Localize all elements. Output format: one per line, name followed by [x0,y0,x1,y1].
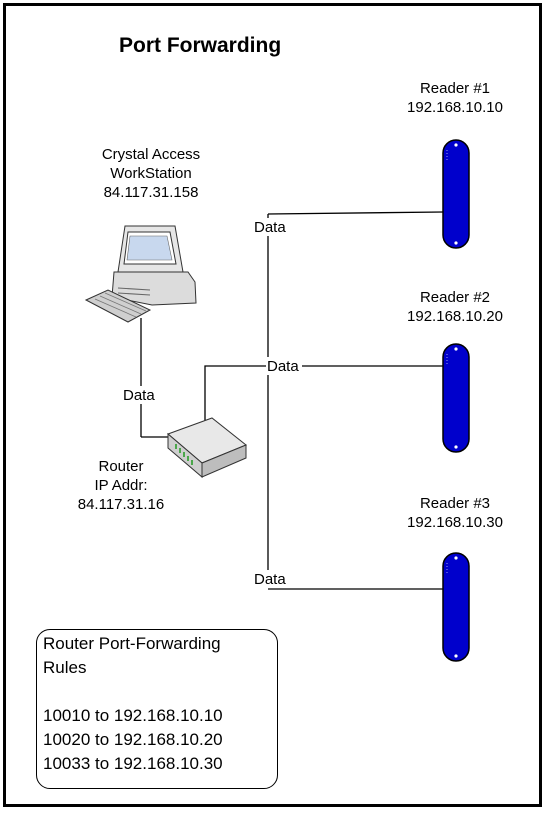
router-label: Router IP Addr: 84.117.31.16 [66,457,176,514]
reader-1-device-icon [443,140,469,248]
reader-3-name: Reader #3 [392,494,518,513]
rule-entry-2: 10020 to 192.168.10.20 [43,730,223,750]
reader-1-ip: 192.168.10.10 [392,98,518,117]
rule-entry-3: 10033 to 192.168.10.30 [43,754,223,774]
workstation-name-line1: Crystal Access [84,145,218,164]
rules-title-line2: Rules [43,658,86,678]
reader-2-label: Reader #2 192.168.10.20 [392,288,518,326]
data-label-reader3: Data [254,570,286,589]
rule-entry-1: 10010 to 192.168.10.10 [43,706,223,726]
router-ip-label: IP Addr: [66,476,176,495]
router-trunk-link [205,366,443,432]
reader-3-label: Reader #3 192.168.10.30 [392,494,518,532]
workstation-label: Crystal Access WorkStation 84.117.31.158 [84,145,218,202]
reader-2-name: Reader #2 [392,288,518,307]
data-label-reader2: Data [267,357,299,376]
router-ip: 84.117.31.16 [66,495,176,514]
reader-2-device-icon [443,344,469,452]
reader-1-name: Reader #1 [392,79,518,98]
router-device-icon [168,418,246,477]
workstation-name-line2: WorkStation [84,164,218,183]
reader-2-ip: 192.168.10.20 [392,307,518,326]
reader1-link [268,212,443,214]
data-label-router: Data [123,386,155,405]
port-forwarding-rules-box: Router Port-Forwarding Rules 10010 to 19… [36,629,278,789]
reader-3-ip: 192.168.10.30 [392,513,518,532]
workstation-ip: 84.117.31.158 [84,183,218,202]
diagram-title: Port Forwarding [119,34,281,58]
reader-3-device-icon [443,553,469,661]
connection-lines [141,212,443,589]
rules-title-line1: Router Port-Forwarding [43,634,221,654]
data-label-reader1: Data [254,218,286,237]
workstation-computer-icon [86,226,196,322]
router-name: Router [66,457,176,476]
reader-1-label: Reader #1 192.168.10.10 [392,79,518,117]
